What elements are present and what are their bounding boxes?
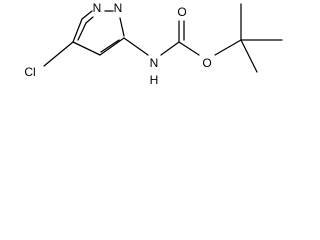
bond-c4-c5 [72, 41, 101, 56]
bond-c5-c6-inner [77, 22, 87, 41]
bond-c6-n1-inner [85, 16, 94, 24]
bond-nh-carbonyl [160, 41, 180, 56]
atom-o-ester: O [202, 56, 211, 70]
pyridazine-ring [72, 10, 125, 56]
bond-c3-nh [123, 37, 149, 56]
bond-ctert-methyl-bottom [240, 39, 258, 73]
atom-nh-h: H [150, 73, 159, 87]
molecule-structure: N N Cl N H O O [24, 1, 283, 87]
atom-nh-n: N [150, 56, 159, 70]
bond-c5-cl [43, 41, 74, 67]
bond-c6-n1 [81, 10, 93, 20]
bond-n2-c3 [119, 17, 125, 37]
bond-oester-ctert [214, 39, 242, 56]
atom-cl: Cl [24, 65, 35, 79]
atom-o-carbonyl: O [177, 5, 186, 19]
bond-c5-c6 [72, 18, 83, 43]
atom-n1: N [93, 1, 102, 15]
bond-c3-c4-inner [100, 39, 120, 53]
bond-carbonyl-oester [178, 41, 200, 56]
atom-n2: N [114, 1, 123, 15]
bond-c3-c4 [99, 37, 125, 56]
